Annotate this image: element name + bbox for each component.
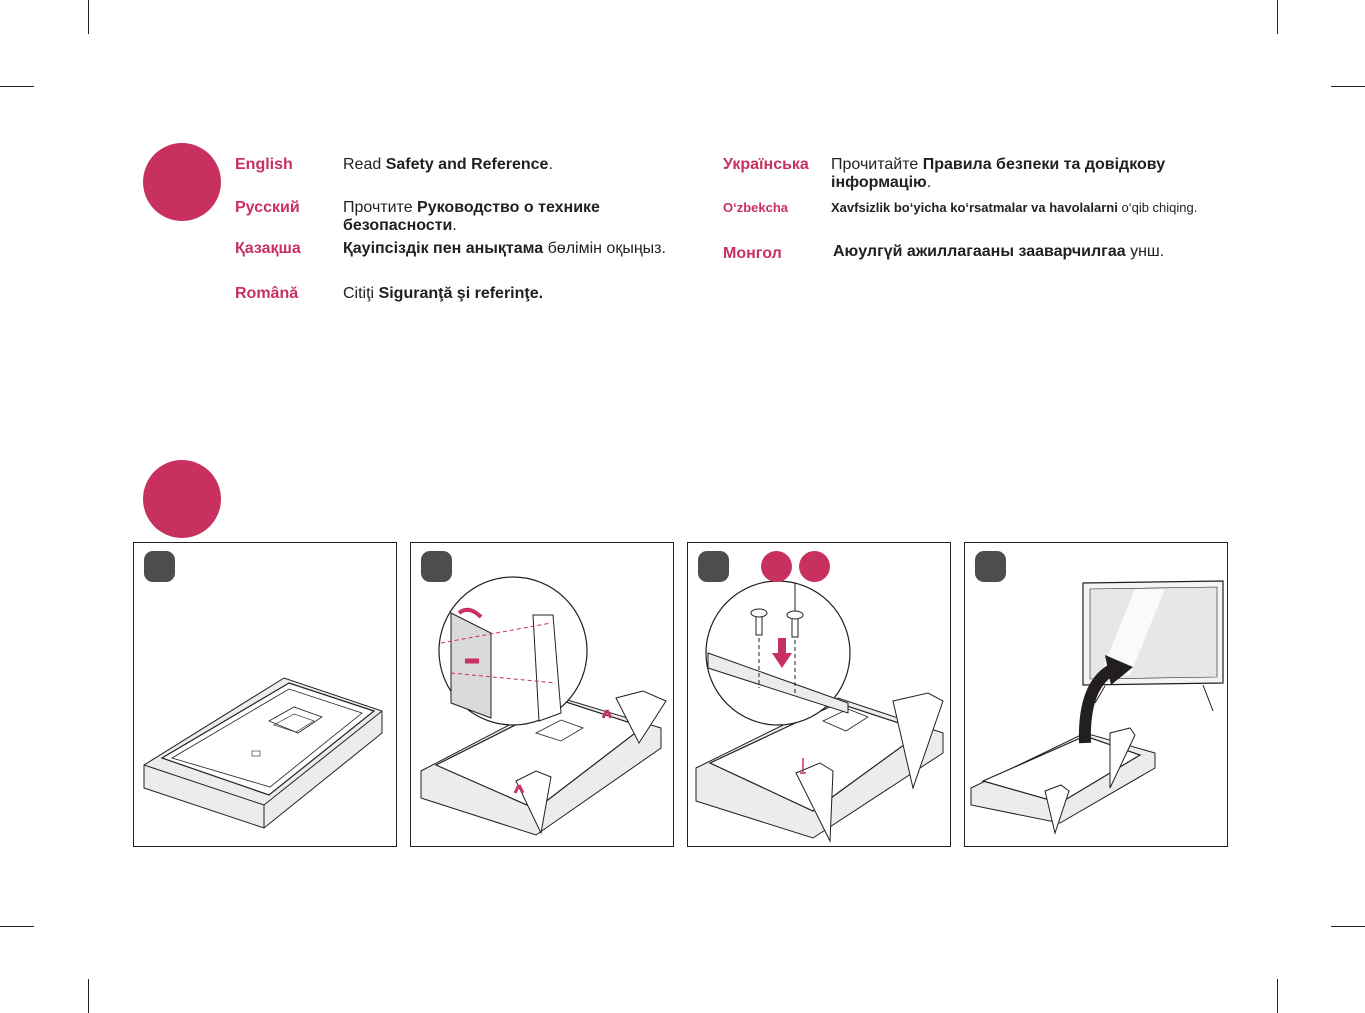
language-instruction: Қауіпсіздік пен анықтама бөлімін оқыңыз. <box>343 240 666 257</box>
language-name: Українська <box>723 156 809 173</box>
attach-stand-legs-illustration <box>420 576 667 836</box>
language-name: English <box>235 156 293 173</box>
step-number-badge <box>421 551 452 582</box>
crop-mark <box>1331 86 1365 87</box>
step-number-badge <box>975 551 1006 582</box>
language-name: Русский <box>235 199 300 216</box>
language-name: Қазақша <box>235 240 301 257</box>
crop-mark <box>0 86 34 87</box>
assembly-step-3-panel <box>687 542 951 847</box>
screw-count-indicator <box>799 551 830 582</box>
lift-tv-upright-illustration <box>970 580 1224 835</box>
tv-face-down-on-cushion-illustration <box>143 677 383 829</box>
language-instruction: Read Safety and Reference. <box>343 156 553 173</box>
assembly-step-4-panel <box>964 542 1228 847</box>
language-instruction: Xavfsizlik bo‘yicha ko‘rsatmalar va havo… <box>831 200 1198 215</box>
language-name: Монгол <box>723 245 782 262</box>
language-name: Română <box>235 285 299 302</box>
assembly-step-2-panel <box>410 542 674 847</box>
screw-type-indicator <box>761 551 792 582</box>
crop-mark <box>1331 926 1365 927</box>
language-instruction: Прочтите Руководство о технике безопасно… <box>343 199 600 234</box>
screw-stand-legs-illustration <box>695 580 944 843</box>
step-number-badge <box>144 551 175 582</box>
section-2-badge <box>143 460 221 538</box>
section-1-badge <box>143 143 221 221</box>
crop-mark <box>0 926 34 927</box>
crop-mark <box>1277 0 1278 34</box>
language-instruction: Citiţi Siguranţă şi referinţe. <box>343 285 544 302</box>
language-instruction: Аюулгүй ажиллагааны зааварчилгаа унш. <box>833 243 1165 260</box>
step-number-badge <box>698 551 729 582</box>
assembly-step-1-panel <box>133 542 397 847</box>
crop-mark <box>88 0 89 34</box>
crop-mark <box>1277 979 1278 1013</box>
language-name: O‘zbekcha <box>723 200 789 215</box>
crop-mark <box>88 979 89 1013</box>
language-instruction: Прочитайте Правила безпеки та довідкову … <box>831 156 1166 191</box>
